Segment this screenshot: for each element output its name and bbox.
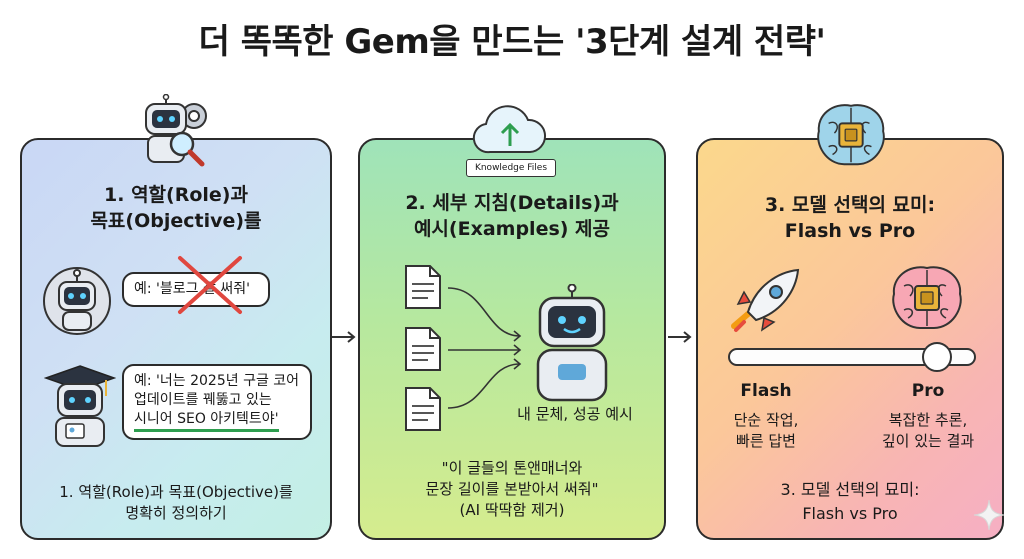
slider-knob[interactable]	[922, 342, 953, 372]
pro-label: Pro	[911, 381, 945, 401]
robot-icon	[536, 284, 608, 402]
robot-magnifier-icon	[145, 94, 207, 167]
panel2-heading-line2: 예시(Examples) 제공	[413, 218, 611, 240]
panel1-caption-line2: 명확히 정의하기	[125, 504, 227, 522]
panel3-heading-line2: Flash vs Pro	[784, 220, 916, 242]
knowledge-files-badge: Knowledge Files	[466, 159, 556, 177]
good-example-line3: 시니어 SEO 아키텍트야'	[134, 410, 279, 432]
panel1-caption: 1. 역할(Role)과 목표(Objective)를 명확히 정의하기	[22, 482, 330, 524]
panel1-heading-line2: 목표(Objective)를	[90, 210, 262, 232]
panel3-footer: 3. 모델 선택의 묘미: Flash vs Pro	[698, 478, 1002, 526]
panel2-quote: "이 글들의 톤앤매너와 문장 길이를 본받아서 써줘" (AI 딱딱함 제거)	[360, 458, 664, 521]
knowledge-files-label: Knowledge Files	[474, 163, 548, 173]
footer-line1: 3. 모델 선택의 묘미:	[780, 480, 920, 499]
panel-role-objective: 1. 역할(Role)과 목표(Objective)를 예: '블로그 잘 써줘…	[20, 138, 332, 540]
rocket-icon	[731, 268, 800, 332]
panel1-heading-line1: 1. 역할(Role)과	[104, 184, 248, 206]
pro-desc: 복잡한 추론, 깊이 있는 결과	[858, 410, 998, 452]
quote-line2: 문장 길이를 본받아서 써줘"	[425, 480, 599, 498]
pro-desc-line1: 복잡한 추론,	[888, 411, 968, 429]
panel1-caption-line1: 1. 역할(Role)과 목표(Objective)를	[59, 483, 293, 501]
robot-caption: 내 문체, 성공 예시	[517, 405, 633, 423]
robot-icon	[43, 267, 111, 335]
document-icon	[405, 265, 441, 309]
quote-line1: "이 글들의 톤앤매너와	[441, 459, 583, 477]
document-icon	[405, 327, 441, 371]
document-icon	[405, 387, 441, 431]
panel2-heading-line1: 2. 세부 지침(Details)과	[405, 192, 619, 214]
flash-desc: 단순 작업, 빠른 답변	[706, 410, 826, 452]
flash-desc-line1: 단순 작업,	[733, 411, 799, 429]
brain-chip-icon	[817, 104, 885, 166]
flash-label: Flash	[740, 381, 792, 401]
connector-arrows	[447, 287, 522, 409]
sparkle-icon	[973, 499, 1005, 531]
flash-desc-line2: 빠른 답변	[736, 432, 796, 450]
good-example-line2: 업데이트를 꿰뚫고 있는	[134, 392, 272, 408]
panel3-heading-line1: 3. 모델 선택의 묘미:	[764, 194, 936, 216]
quote-line3: (AI 딱딱함 제거)	[459, 501, 565, 519]
pro-desc-line2: 깊이 있는 결과	[881, 432, 975, 450]
graduate-robot-icon	[44, 365, 116, 447]
panel-model-choice: 3. 모델 선택의 묘미: Flash vs Pro Flash Pro 단순 …	[696, 138, 1004, 540]
arrow-right-icon	[668, 331, 692, 343]
page-title: 더 똑똑한 Gem을 만드는 '3단계 설계 전략'	[198, 22, 826, 62]
cloud-upload-icon	[472, 105, 546, 154]
model-slider[interactable]	[728, 342, 976, 372]
arrow-right-icon	[332, 331, 356, 343]
good-example-bubble: 예: '너는 2025년 구글 코어 업데이트를 꿰뚫고 있는 시니어 SEO …	[122, 364, 312, 440]
good-example-line1: 예: '너는 2025년 구글 코어	[134, 373, 300, 389]
footer-line2: Flash vs Pro	[802, 504, 898, 523]
panel-details-examples: 2. 세부 지침(Details)과 예시(Examples) 제공	[358, 138, 666, 540]
cross-icon	[178, 256, 242, 314]
brain-chip-icon	[892, 266, 962, 329]
